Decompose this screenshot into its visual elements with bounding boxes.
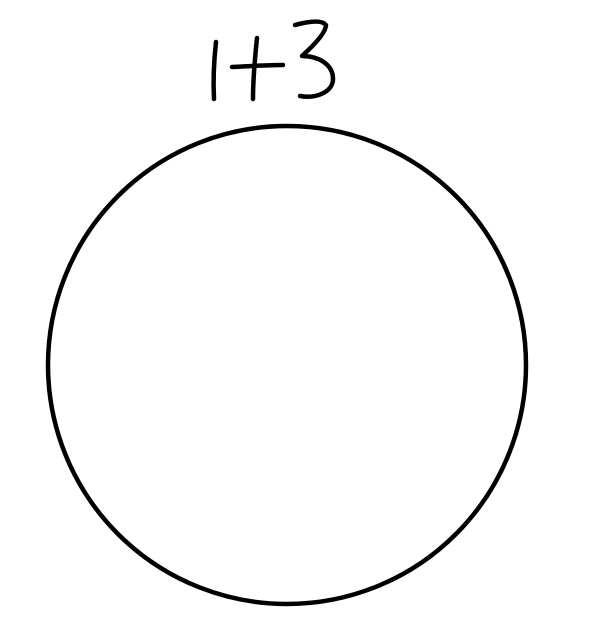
handwritten-label: 3H — [0, 0, 336, 102]
label-stroke-mirrored-three — [292, 19, 336, 99]
label-stroke-right — [250, 35, 260, 102]
main-circle — [45, 123, 529, 607]
label-text: 3H — [0, 0, 22, 4]
label-stroke-crossbar — [229, 62, 286, 70]
label-stroke-left — [211, 39, 219, 102]
